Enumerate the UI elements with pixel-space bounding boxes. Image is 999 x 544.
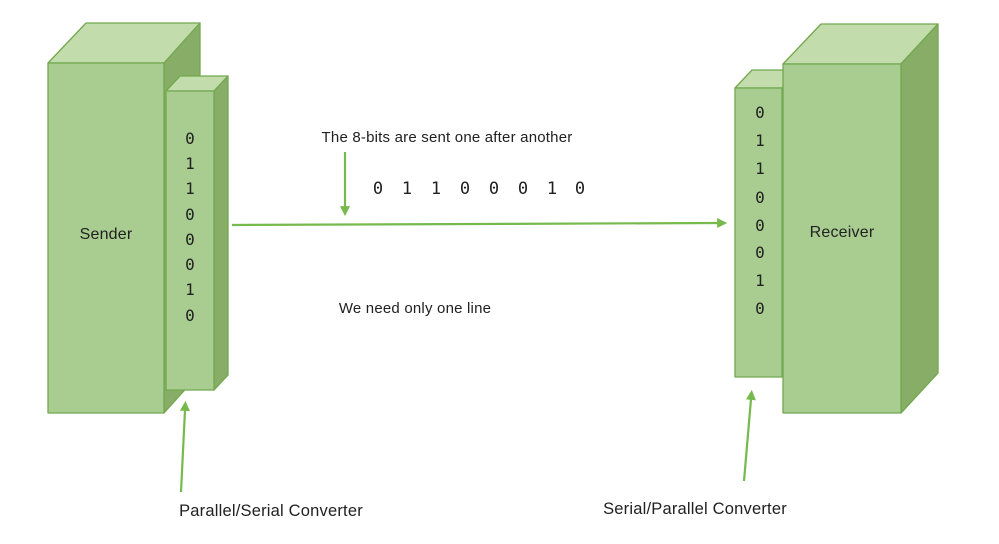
sender-bit: 0 [185,306,195,325]
serial-parallel-converter-callout: Serial/Parallel Converter [603,389,787,518]
receiver-bit: 1 [755,131,765,150]
sender-bit: 1 [185,154,195,173]
serial-bit: 0 [575,179,585,199]
serial-bit: 1 [431,179,441,199]
parallel-serial-converter-arrow [179,400,190,493]
receiver-bit: 0 [755,103,765,122]
sender-bit-column: 0 1 1 0 0 0 1 0 [185,129,195,325]
sender-box-front-face [47,62,165,414]
receiver-label: Receiver [810,224,875,241]
receiver-bit: 0 [755,243,765,262]
sender-converter-box: 0 1 1 0 0 0 1 0 [165,75,229,391]
sender-converter-front-face [165,90,215,391]
serial-bit: 0 [460,179,470,199]
sender-bit: 1 [185,280,195,299]
channel-annotation-top: The 8-bits are sent one after another [322,129,573,146]
sender-converter-side-face [213,75,229,391]
serial-bit: 0 [489,179,499,199]
receiver-bit: 1 [755,271,765,290]
receiver-bit-column: 0 1 1 0 0 0 1 0 [755,103,765,318]
parallel-serial-converter-label: Parallel/Serial Converter [179,502,363,520]
serial-bit: 0 [373,179,383,199]
sender-bit: 0 [185,129,195,148]
receiver-bit: 0 [755,188,765,207]
channel-annotation-bottom: We need only one line [339,300,491,317]
transmission-channel: The 8-bits are sent one after another 0 … [231,129,728,317]
receiver-converter-front-face [734,87,783,378]
receiver-bit: 0 [755,299,765,318]
serial-bit: 1 [402,179,412,199]
serial-bit-row: 0 1 1 0 0 0 1 0 [373,179,585,199]
receiver-box: Receiver [782,23,939,414]
receiver-box-front-face [782,63,902,414]
sender-bit: 1 [185,179,195,198]
serial-parallel-converter-label: Serial/Parallel Converter [603,500,787,518]
sender-bit: 0 [185,230,195,249]
parallel-serial-converter-callout: Parallel/Serial Converter [179,400,363,520]
serial-parallel-converter-arrow [742,389,756,482]
transmission-line-arrow [231,218,728,229]
serial-bit: 1 [547,179,557,199]
sender-label: Sender [80,226,133,243]
sender-bit: 0 [185,205,195,224]
receiver-bit: 0 [755,216,765,235]
serial-bit: 0 [518,179,528,199]
receiver-box-side-face [900,23,939,414]
receiver-bit: 1 [755,159,765,178]
sender-bit: 0 [185,255,195,274]
